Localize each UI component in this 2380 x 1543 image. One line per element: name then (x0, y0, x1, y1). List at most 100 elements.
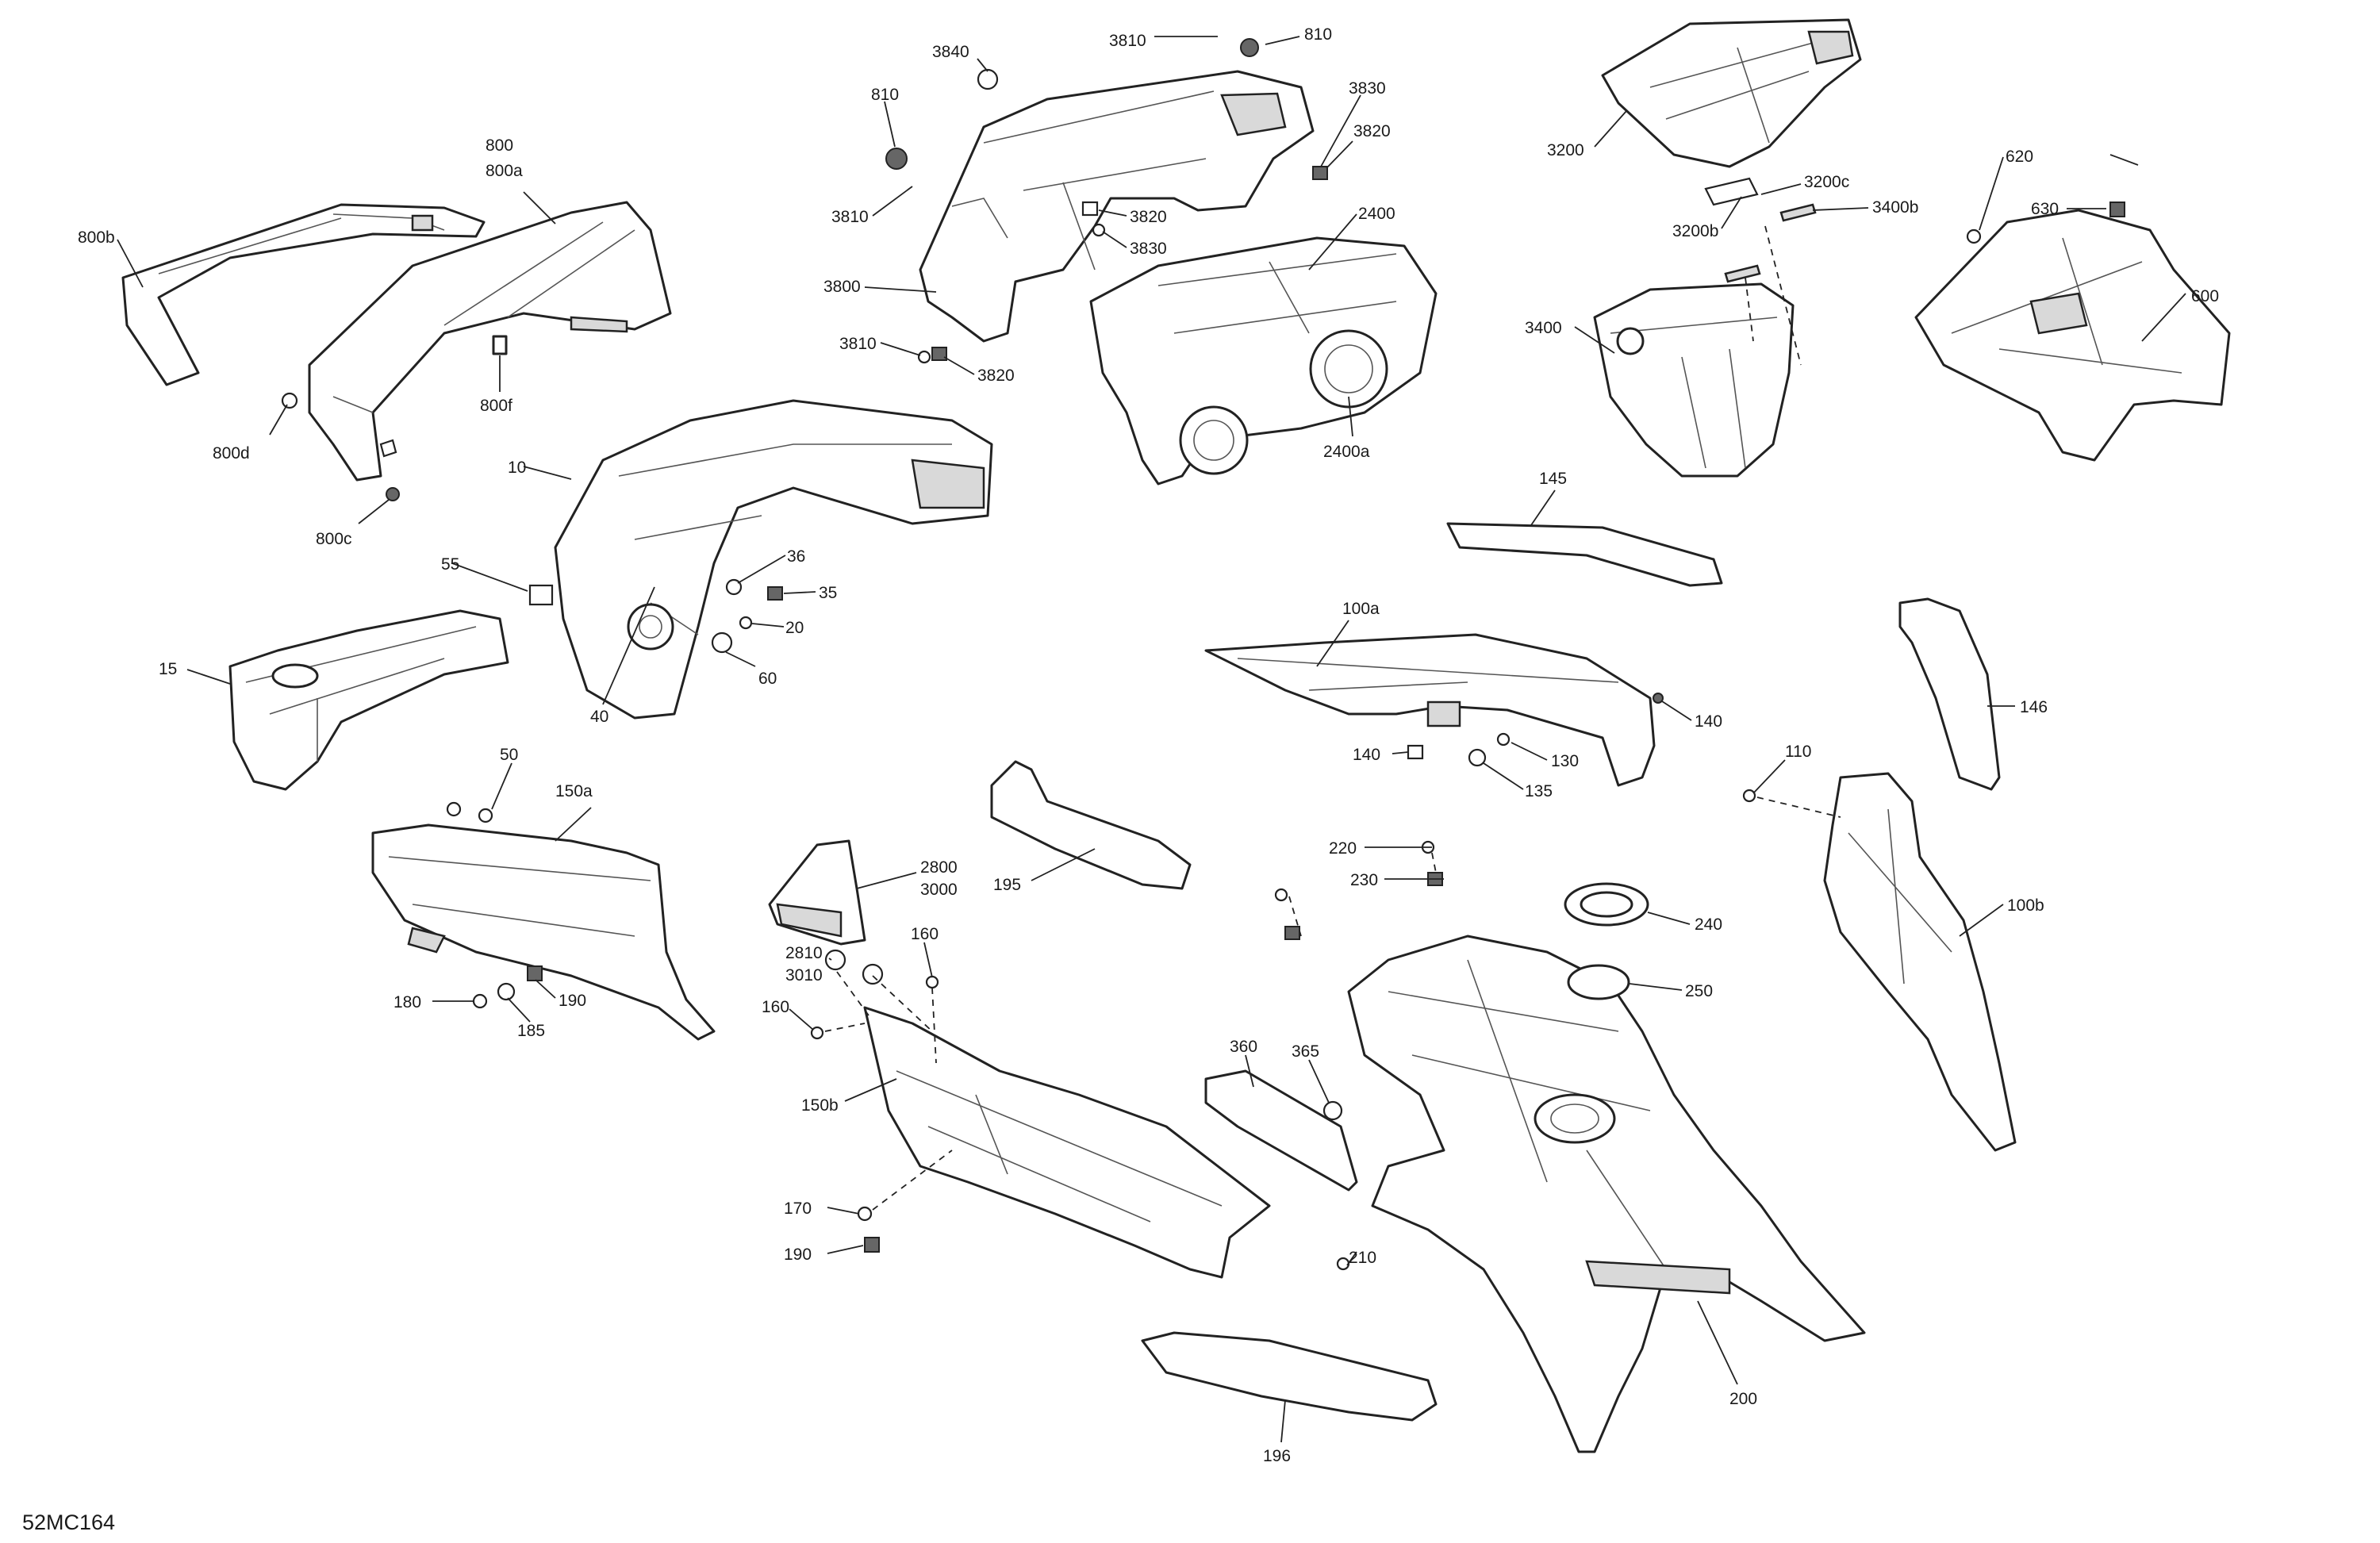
hardware-3840 (977, 68, 999, 90)
callout-label: 3200b (1672, 222, 1718, 240)
part-3200b-clip (1704, 177, 1759, 206)
callout-label: 110 (1785, 743, 1811, 761)
callout-label: 3830 (1130, 240, 1167, 258)
hardware-110 (1742, 789, 1756, 803)
callout-label: 3810 (1109, 32, 1146, 50)
callout-label: 2400 (1358, 205, 1395, 223)
hardware-620 (1966, 228, 1982, 244)
part-150b-panel (863, 1006, 1271, 1279)
hardware-185 (497, 982, 516, 1001)
callout-label: 55 (441, 555, 459, 574)
part-2800-footrest (768, 839, 866, 946)
callout-label: 36 (787, 547, 805, 566)
callout-label: 180 (393, 993, 421, 1011)
hardware-190a (527, 965, 543, 981)
callout-label: 240 (1695, 915, 1722, 934)
hardware-2810 (824, 949, 846, 971)
callout-label: 800 (486, 136, 513, 155)
callout-label: 230 (1350, 871, 1378, 889)
hardware-365 (1322, 1100, 1343, 1121)
callout-label: 40 (590, 708, 608, 726)
hardware-55 (528, 584, 554, 606)
part-3200-cover (1601, 18, 1862, 168)
callout-label: 810 (1304, 25, 1332, 44)
callout-label: 800f (480, 397, 512, 415)
part-15-panel (228, 609, 509, 791)
callout-labels: 800 800a 800b 800d 800f 800c 3840 3810 8… (78, 25, 2219, 1465)
callout-label: 3820 (977, 367, 1015, 385)
hardware-220b (1274, 888, 1288, 902)
callout-label: 15 (159, 660, 177, 678)
part-100b-rail (1823, 772, 2017, 1152)
callout-label: 10 (508, 459, 526, 477)
diagram-code: 52MC164 (22, 1510, 115, 1534)
callout-label: 3810 (831, 208, 869, 226)
callout-label: 200 (1729, 1390, 1757, 1408)
hardware-36 (725, 578, 743, 596)
callout-label: 360 (1230, 1038, 1257, 1056)
callout-label: 3820 (1130, 208, 1167, 226)
callout-label: 630 (2031, 200, 2059, 218)
callout-label: 185 (517, 1022, 545, 1040)
callout-label: 150a (555, 782, 593, 800)
part-600-housing (1914, 209, 2231, 462)
callout-label: 3200c (1804, 173, 1849, 191)
callout-label: 145 (1539, 470, 1567, 488)
part-800-panel (308, 201, 672, 482)
hardware-3830 (1092, 223, 1106, 237)
hardware-810a (885, 148, 908, 170)
callout-label: 20 (785, 619, 804, 637)
callout-label: 135 (1525, 782, 1553, 800)
hardware-140b (1407, 744, 1424, 760)
hardware-130 (1496, 732, 1511, 747)
callout-label: 365 (1292, 1042, 1319, 1061)
callout-label: 146 (2020, 698, 2048, 716)
part-150a-panel (371, 823, 716, 1041)
part-3400b-pad (1724, 264, 1761, 283)
part-3400-bin (1593, 282, 1795, 478)
hardware-50b (478, 808, 493, 823)
hardware-35 (767, 586, 783, 601)
callout-label: 810 (871, 86, 899, 104)
callout-label: 3810 (839, 335, 877, 353)
callout-label: 60 (758, 670, 777, 688)
callout-label: 196 (1263, 1447, 1291, 1465)
part-800b-rail (121, 203, 486, 386)
hardware-135 (1468, 748, 1487, 767)
hardware-50a (446, 801, 462, 817)
hardware-800d (281, 392, 298, 409)
part-800f (492, 335, 508, 355)
callout-label: 2810 (785, 944, 823, 962)
part-145-strip (1446, 522, 1723, 587)
part-100a-trim (1204, 633, 1656, 787)
callout-label: 195 (993, 876, 1021, 894)
part-146-piece (1898, 597, 2001, 791)
callout-label: 250 (1685, 982, 1713, 1000)
part-195-trim (990, 760, 1192, 890)
callout-label: 100b (2007, 896, 2044, 915)
callout-label: 50 (500, 746, 518, 764)
callout-label: 800c (316, 530, 352, 548)
callout-label: 620 (2006, 148, 2033, 166)
callout-label: 140 (1695, 712, 1722, 731)
callout-label: 140 (1353, 746, 1380, 764)
hardware-3820c (931, 347, 947, 361)
hardware-810b (1240, 38, 1259, 57)
callout-label: 800b (78, 228, 115, 247)
hardware-170 (857, 1206, 873, 1222)
part-196-strip (1141, 1331, 1438, 1422)
callout-label: 600 (2191, 287, 2219, 305)
part-3800-frame (919, 70, 1315, 343)
callout-label: 150b (801, 1096, 839, 1115)
hardware-3010 (862, 963, 884, 985)
callout-label: 3400 (1525, 319, 1562, 337)
hardware-180 (472, 993, 488, 1009)
hardware-140a (1653, 693, 1664, 704)
part-10-fascia (554, 399, 993, 720)
hardware-210 (1336, 1257, 1350, 1271)
hardware-160a (925, 975, 939, 989)
callout-label: 800a (486, 162, 523, 180)
callout-label: 2800 (920, 858, 958, 877)
callout-label: 3830 (1349, 79, 1386, 98)
